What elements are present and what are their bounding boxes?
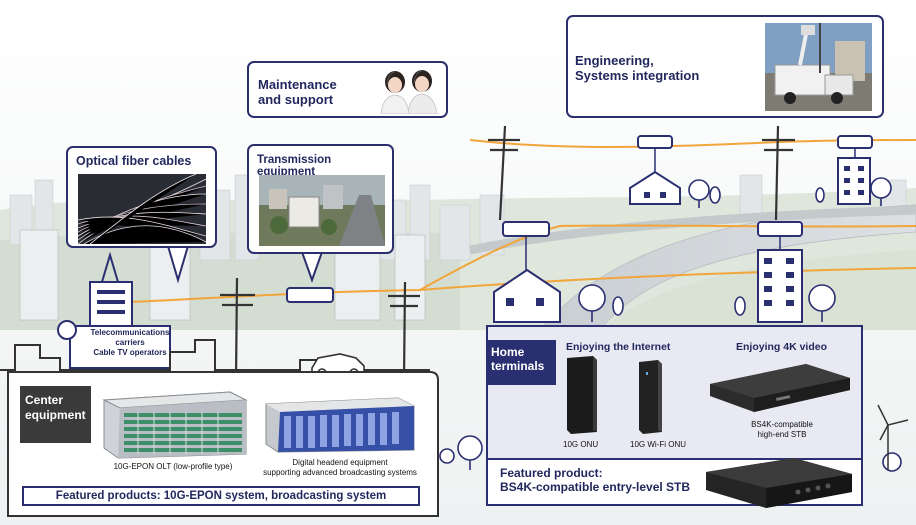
center-line2: equipment: [25, 408, 86, 422]
entry-stb-image: [706, 458, 852, 508]
highend-stb-label: BS4K-compatible high-end STB: [742, 420, 822, 440]
featured-products-left: Featured products: 10G-EPON system, broa…: [22, 486, 420, 506]
featured-right-line1: Featured product:: [500, 466, 603, 480]
maintenance-title-line2: and support: [258, 92, 334, 107]
headend-line2: supporting advanced broadcasting systems: [263, 468, 417, 477]
highend-stb-image: [710, 364, 850, 412]
optical-fiber-callout: Optical fiber cables: [66, 146, 217, 248]
fiber-bundle-photo: [78, 174, 206, 244]
engineering-callout: Engineering, Systems integration: [566, 15, 884, 118]
transmission-callout: Transmission equipment: [247, 144, 394, 254]
telecom-operators-label: Telecommunications carriers Cable TV ope…: [80, 328, 180, 358]
home-line1: Home: [491, 345, 525, 359]
maintenance-title-line1: Maintenance: [258, 77, 337, 92]
transmission-site-photo: [259, 175, 385, 246]
headend-line1: Digital headend equipment: [292, 458, 388, 467]
headend-equipment-image: [265, 397, 415, 453]
featured-right-text: Featured product: BS4K-compatible entry-…: [500, 466, 690, 494]
internet-title: Enjoying the Internet: [566, 341, 671, 353]
maintenance-callout: Maintenance and support: [247, 61, 448, 118]
engineering-title-line2: Systems integration: [575, 68, 700, 83]
wifi-onu-device-image: [639, 360, 662, 434]
bucket-truck-photo: [765, 23, 872, 111]
home-line2: terminals: [491, 359, 545, 373]
headend-label: Digital headend equipment supporting adv…: [252, 458, 428, 478]
featured-right-line2: BS4K-compatible entry-level STB: [500, 480, 691, 494]
olt-equipment-image: [102, 391, 248, 459]
center-line1: Center: [25, 393, 64, 407]
onu-device-image: [567, 356, 597, 434]
center-equipment-badge: Center equipment: [20, 386, 91, 443]
wifi-onu-label: 10G Wi-Fi ONU: [630, 440, 686, 449]
telecom-line1: Telecommunications carriers: [90, 328, 170, 347]
video-title: Enjoying 4K video: [736, 341, 828, 353]
highend-stb-line1: BS4K-compatible: [751, 420, 813, 429]
featured-left-text: Featured products: 10G-EPON system, broa…: [55, 490, 387, 502]
onu-label: 10G ONU: [563, 440, 599, 449]
telecom-line2: Cable TV operators: [93, 348, 167, 357]
home-terminals-badge: Home terminals: [486, 340, 556, 385]
olt-label: 10G-EPON OLT (low-profile type): [113, 462, 233, 471]
support-staff-photo: [375, 66, 445, 114]
optical-fiber-title: Optical fiber cables: [76, 154, 192, 168]
engineering-title-line1: Engineering,: [575, 53, 654, 68]
highend-stb-line2: high-end STB: [757, 430, 807, 439]
